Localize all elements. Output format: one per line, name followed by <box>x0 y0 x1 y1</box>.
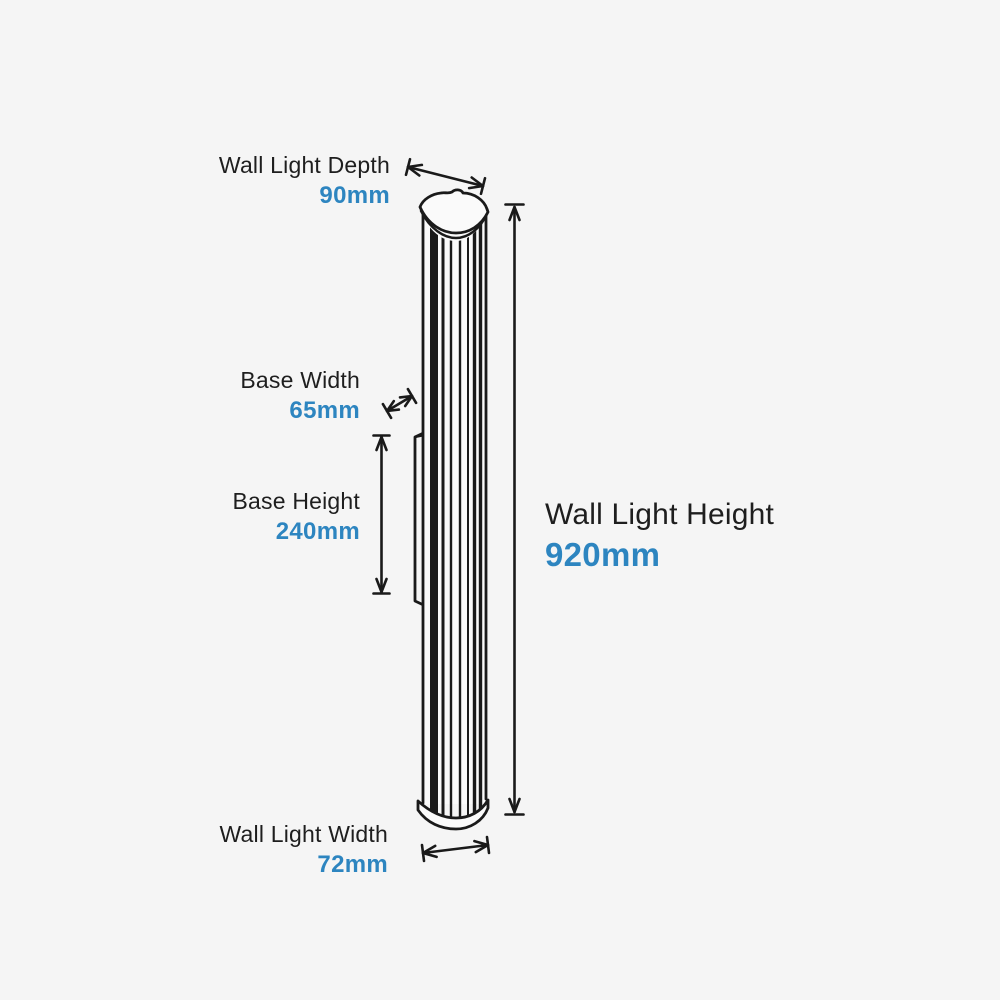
base-width-label: Base Width <box>240 367 360 393</box>
width-value: 72mm <box>317 851 388 878</box>
wall-light-drawing <box>413 188 490 831</box>
height-value: 920mm <box>545 536 661 573</box>
height-dimension-text: Wall Light Height 920mm <box>545 496 875 576</box>
base-height-dimension-arrow <box>372 434 391 595</box>
depth-dimension-text: Wall Light Depth 90mm <box>140 150 390 212</box>
depth-dimension-arrow <box>404 157 487 196</box>
lamp-bottom-cap <box>416 798 490 831</box>
base-width-value: 65mm <box>289 397 360 424</box>
height-label: Wall Light Height <box>545 498 775 531</box>
base-width-dimension-arrow <box>381 387 418 420</box>
width-dimension-text: Wall Light Width 72mm <box>140 819 388 881</box>
lamp-top-cap <box>418 188 490 240</box>
lamp-fluting <box>430 204 483 818</box>
base-height-dimension-text: Base Height 240mm <box>140 486 360 548</box>
depth-label: Wall Light Depth <box>218 152 390 178</box>
width-dimension-arrow <box>420 835 491 863</box>
depth-value: 90mm <box>319 182 390 209</box>
width-label: Wall Light Width <box>219 821 388 847</box>
base-width-dimension-text: Base Width 65mm <box>140 365 360 427</box>
height-dimension-arrow <box>504 203 525 816</box>
base-height-value: 240mm <box>275 518 360 545</box>
base-height-label: Base Height <box>232 488 360 514</box>
